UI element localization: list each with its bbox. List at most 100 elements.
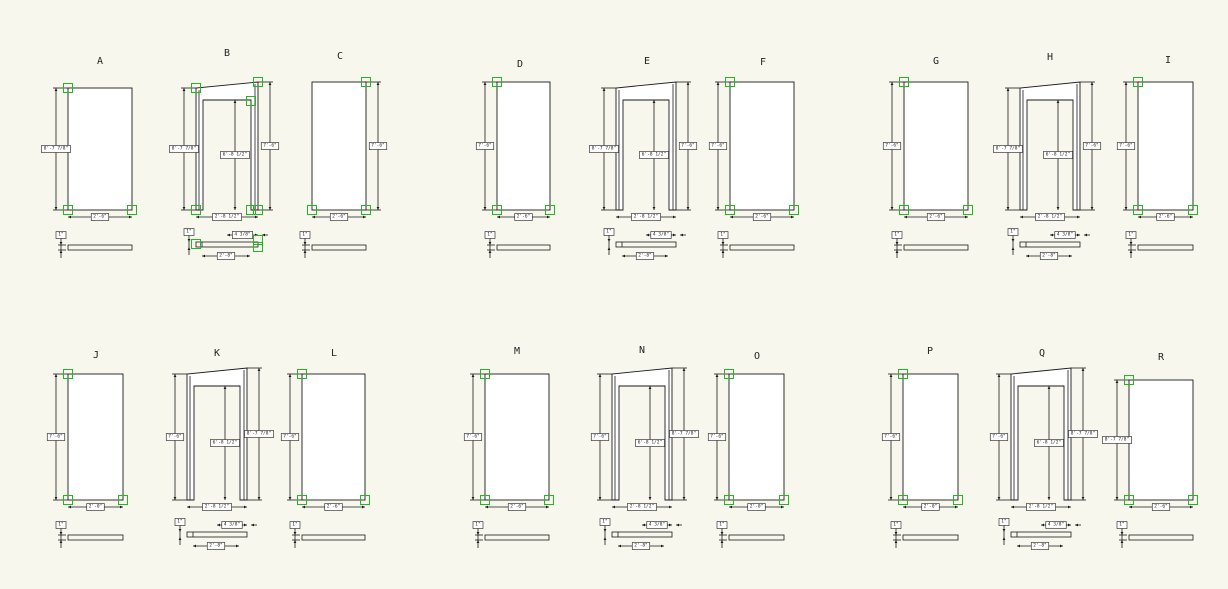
selection-handle[interactable] xyxy=(361,205,371,215)
panel-outline xyxy=(301,373,366,501)
overall-height-left-label: 7'-6" xyxy=(165,433,185,441)
panel-k[interactable]: K7'-6"6'-8 1/2"8'-7 7/8"2'-8 1/2"4 3/8"2… xyxy=(165,348,274,550)
selection-handle[interactable] xyxy=(963,205,973,215)
panel-f[interactable]: F7'-6"2'-6"1" xyxy=(708,57,799,258)
edge-thickness-label: 1" xyxy=(890,521,902,529)
selection-handle[interactable] xyxy=(246,96,256,106)
selection-handle[interactable] xyxy=(127,205,137,215)
panel-height-label: 7'-6" xyxy=(707,433,727,441)
dimension-box xyxy=(1125,231,1137,239)
arrowhead xyxy=(59,242,63,245)
selection-handle[interactable] xyxy=(191,83,201,93)
arrowhead xyxy=(68,505,71,509)
selection-handle[interactable] xyxy=(191,239,201,249)
panel-c[interactable]: C7'-6"2'-6"1" xyxy=(299,51,388,258)
panel-d[interactable]: D7'-6"2'-6"1" xyxy=(475,59,555,258)
panel-o[interactable]: O7'-6"2'-0"1" xyxy=(707,351,789,548)
panel-q[interactable]: Q7'-6"6'-8 1/2"8'-7 7/8"2'-8 1/2"4 3/8"2… xyxy=(989,348,1098,550)
dimension-box xyxy=(1116,142,1136,150)
panel-width-text: 2'-6" xyxy=(929,214,943,220)
selection-handle[interactable] xyxy=(898,369,908,379)
dimension-box xyxy=(1151,503,1171,511)
panel-height-label: 7'-6" xyxy=(881,433,901,441)
arrowhead xyxy=(1190,505,1193,509)
panel-width-label: 2'-0" xyxy=(921,503,940,511)
panel-j[interactable]: J7'-6"2'-0"1" xyxy=(46,350,128,548)
arrowhead xyxy=(607,239,611,242)
selection-handle[interactable] xyxy=(63,495,73,505)
panel-width-label: 2'-6" xyxy=(329,213,349,221)
selection-handle[interactable] xyxy=(1188,495,1198,505)
panel-l[interactable]: L7'-6"2'-6"1" xyxy=(280,348,370,548)
panel-i[interactable]: I7'-6"2'-6"1" xyxy=(1116,55,1198,258)
selection-handle[interactable] xyxy=(953,495,963,505)
arrowhead xyxy=(622,254,625,258)
selection-handle[interactable] xyxy=(297,495,307,505)
edge-thickness-label: 1" xyxy=(891,231,903,239)
selection-handle[interactable] xyxy=(898,495,908,505)
arrowhead xyxy=(1115,380,1119,383)
arrowhead xyxy=(187,505,190,509)
selection-handle[interactable] xyxy=(253,77,263,87)
selection-handle[interactable] xyxy=(253,235,263,245)
selection-handle[interactable] xyxy=(1133,77,1143,87)
panel-n[interactable]: N7'-6"6'-8 1/2"8'-7 7/8"2'-8 1/2"4 3/8"2… xyxy=(590,345,699,550)
panel-e[interactable]: E8'-7 7/8"6'-8 1/2"7'-6"2'-8 1/2"4 3/8"2… xyxy=(589,56,698,260)
selection-handle[interactable] xyxy=(779,495,789,505)
panel-g[interactable]: G7'-6"2'-6"1" xyxy=(882,56,973,258)
selection-handle[interactable] xyxy=(246,205,256,215)
selection-handle[interactable] xyxy=(492,77,502,87)
selection-handle[interactable] xyxy=(253,205,263,215)
selection-handle[interactable] xyxy=(1124,375,1134,385)
panel-a[interactable]: A8'-7 7/8"2'-6"1" xyxy=(41,56,137,258)
selection-handle[interactable] xyxy=(307,205,317,215)
frame-width-text: 2'-8 1/2" xyxy=(634,214,658,220)
selection-handle[interactable] xyxy=(545,205,555,215)
panel-m[interactable]: M7'-6"2'-6"1" xyxy=(463,346,554,548)
dimension-box xyxy=(882,142,902,150)
selection-handle[interactable] xyxy=(544,495,554,505)
panel-p[interactable]: P7'-6"2'-0"1" xyxy=(881,346,963,548)
panel-title: H xyxy=(1047,52,1053,63)
selection-handle[interactable] xyxy=(191,205,201,215)
opening-height-label: 6'-8 1/2" xyxy=(639,151,669,159)
selection-handle[interactable] xyxy=(1124,495,1134,505)
overall-height-right-label: 8'-7 7/8" xyxy=(244,430,274,438)
panel-outline xyxy=(496,81,551,211)
overall-height-right-text: 8'-7 7/8" xyxy=(1071,431,1095,437)
edge-view xyxy=(496,244,551,251)
selection-handle[interactable] xyxy=(725,77,735,87)
selection-handle[interactable] xyxy=(63,205,73,215)
panel-h[interactable]: H8'-7 7/8"6'-8 1/2"7'-6"2'-8 1/2"4 3/8"2… xyxy=(993,52,1102,260)
selection-handle[interactable] xyxy=(480,369,490,379)
selection-handle[interactable] xyxy=(1188,205,1198,215)
selection-handle[interactable] xyxy=(361,77,371,87)
selection-handle[interactable] xyxy=(724,495,734,505)
dimension-box xyxy=(590,433,610,441)
panel-r[interactable]: R8'-7 7/8"2'-6"1" xyxy=(1102,352,1198,548)
arrowhead xyxy=(1060,544,1063,548)
selection-handle[interactable] xyxy=(360,495,370,505)
selection-handle[interactable] xyxy=(297,369,307,379)
selection-handle[interactable] xyxy=(63,369,73,379)
dimension-box xyxy=(216,252,236,260)
jamb-section xyxy=(1019,241,1081,248)
dimension-box xyxy=(472,521,484,529)
selection-handle[interactable] xyxy=(1133,205,1143,215)
selection-handle[interactable] xyxy=(492,205,502,215)
arrowhead xyxy=(791,215,794,219)
selection-handle[interactable] xyxy=(789,205,799,215)
arrowhead xyxy=(648,386,652,389)
dimension-box xyxy=(463,433,483,441)
selection-handle[interactable] xyxy=(480,495,490,505)
jamb-depth-text: 4 3/8" xyxy=(1048,522,1064,528)
jamb-depth-label: 4 3/8" xyxy=(650,231,672,239)
panel-b[interactable]: B8'-7 7/8"6'-8 1/2"7'-6"2'-8 1/2"4 3/8"2… xyxy=(169,48,280,260)
selection-handle[interactable] xyxy=(118,495,128,505)
selection-handle[interactable] xyxy=(253,242,263,252)
selection-handle[interactable] xyxy=(899,77,909,87)
selection-handle[interactable] xyxy=(63,83,73,93)
selection-handle[interactable] xyxy=(724,369,734,379)
selection-handle[interactable] xyxy=(899,205,909,215)
selection-handle[interactable] xyxy=(725,205,735,215)
